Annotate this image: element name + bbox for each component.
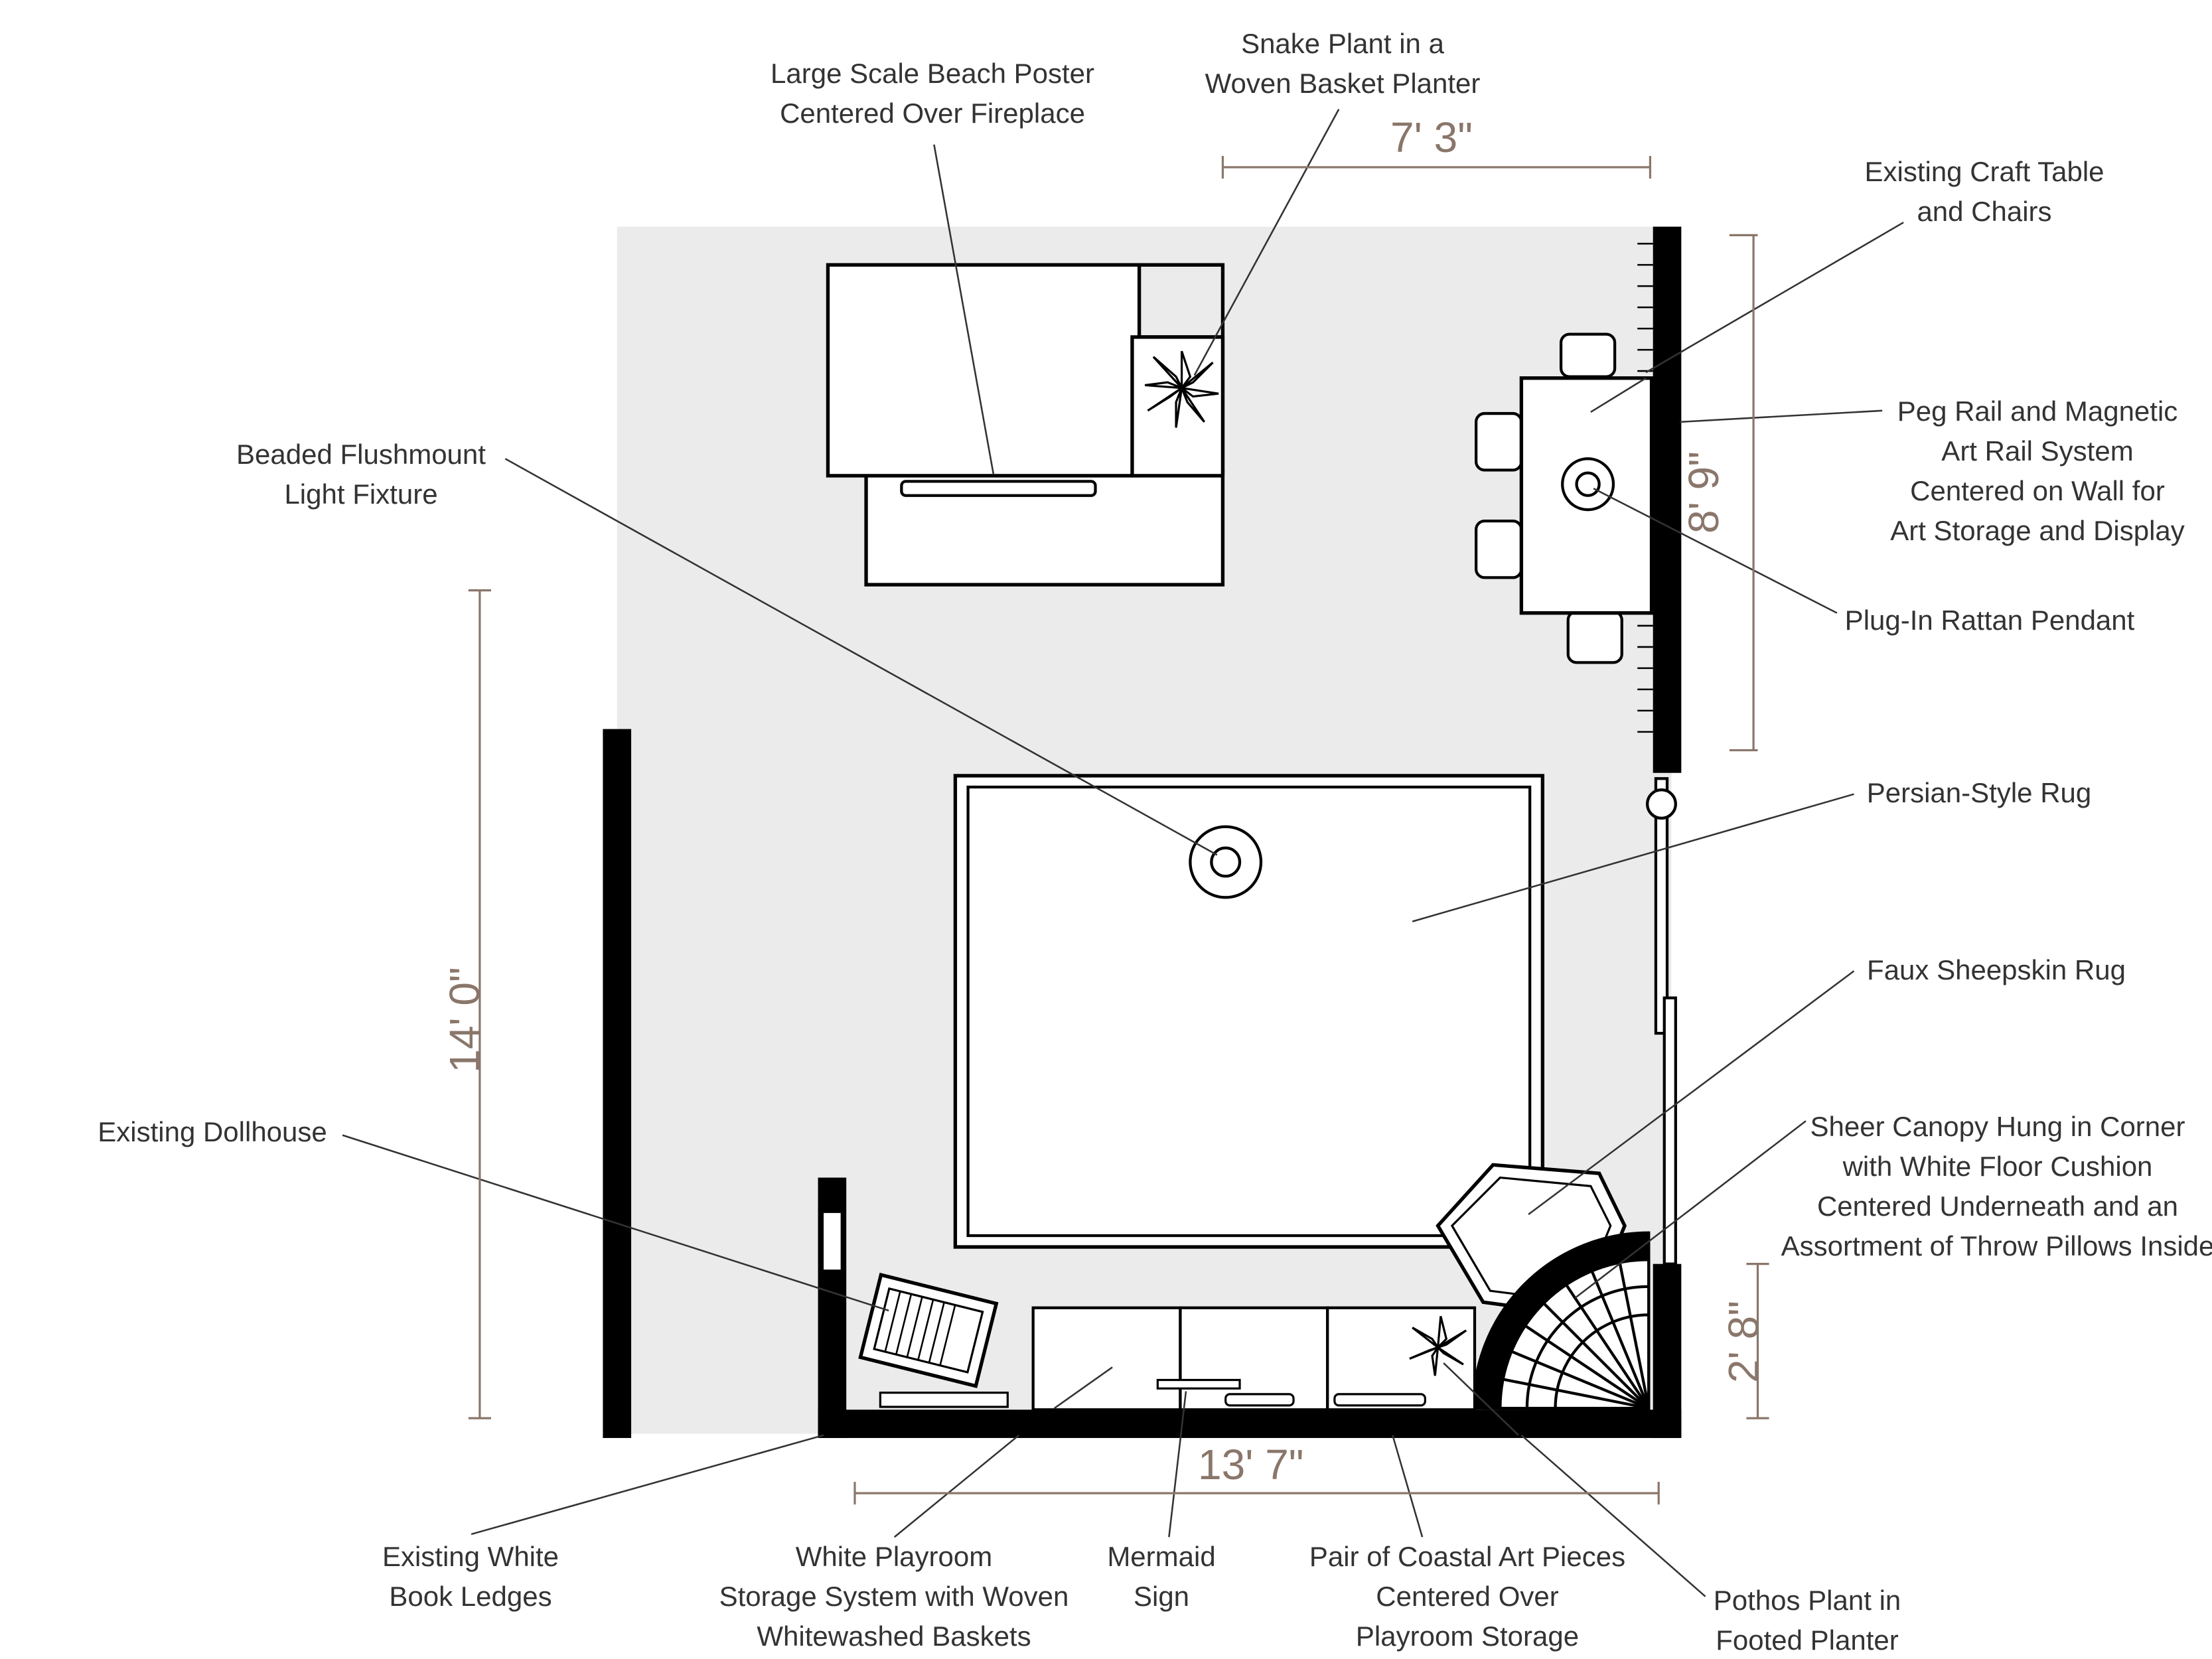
dollhouse-icon [858, 1272, 999, 1388]
label-sheepskin-rug: Faux Sheepskin Rug [1867, 954, 2126, 985]
chair-top [1559, 332, 1617, 378]
right-wall-lower [1653, 1263, 1682, 1438]
cushion-seam [1554, 1268, 1651, 1409]
door-hinge-icon [1646, 788, 1677, 820]
label-persian-rug: Persian-Style Rug [1866, 777, 2092, 808]
snake-plant-icon [1144, 350, 1219, 428]
dollhouse-line [928, 1302, 945, 1363]
storage-unit-2 [1179, 1306, 1329, 1411]
cushion-seam [1529, 1289, 1650, 1409]
pothos-plant-icon [1409, 1316, 1467, 1376]
label-dollhouse: Existing Dollhouse [98, 1116, 327, 1147]
door-panel-upper [1654, 777, 1669, 1035]
closet-wall-inner [824, 1212, 841, 1270]
coastal-art-1 [1224, 1393, 1295, 1407]
storage-unit-1 [1031, 1306, 1182, 1411]
rattan-pendant-center [1575, 471, 1601, 497]
cushion-seam [1615, 1244, 1651, 1409]
dimension-right-lower: 2' 8" [1719, 1301, 1767, 1383]
book-ledge [879, 1392, 1009, 1408]
right-wall-upper [1653, 226, 1682, 773]
dollhouse-line [906, 1296, 923, 1358]
chair-left-1 [1475, 411, 1523, 472]
flushmount-light-inner [1210, 846, 1242, 878]
dimension-lines [468, 155, 1769, 1505]
cushion-seam [1485, 1374, 1649, 1410]
floor-cushion [1471, 1231, 1651, 1410]
coastal-art-2 [1333, 1393, 1426, 1407]
dimension-top: 7' 3" [1390, 113, 1473, 161]
storage-unit-3 [1326, 1306, 1477, 1411]
mantle-ledge [900, 480, 1097, 497]
mermaid-sign [1156, 1378, 1241, 1390]
chair-left-2 [1475, 519, 1523, 579]
dimension-bottom: 13' 7" [1198, 1441, 1304, 1488]
cushion-seam [1509, 1314, 1650, 1409]
persian-rug-border [966, 785, 1532, 1238]
label-pendant: Plug-In Rattan Pendant [1844, 605, 2135, 636]
bottom-wall [818, 1409, 1682, 1438]
dollhouse-line [884, 1291, 901, 1352]
dollhouse-line [895, 1293, 913, 1355]
dimension-right-upper: 8' 9" [1679, 451, 1728, 534]
door-panel-lower [1662, 996, 1677, 1265]
persian-rug [953, 774, 1545, 1249]
leader-lines [342, 108, 1904, 1597]
craft-table-group [1475, 332, 1654, 664]
dollhouse-line [917, 1299, 934, 1360]
beach-poster [826, 263, 1142, 478]
dollhouse-line [939, 1305, 956, 1366]
dimension-left: 14' 0" [440, 967, 488, 1073]
cushion-seam [1584, 1253, 1651, 1409]
chair-bottom [1566, 610, 1623, 664]
left-wall [603, 729, 632, 1438]
cushion-seam [1494, 1342, 1650, 1410]
